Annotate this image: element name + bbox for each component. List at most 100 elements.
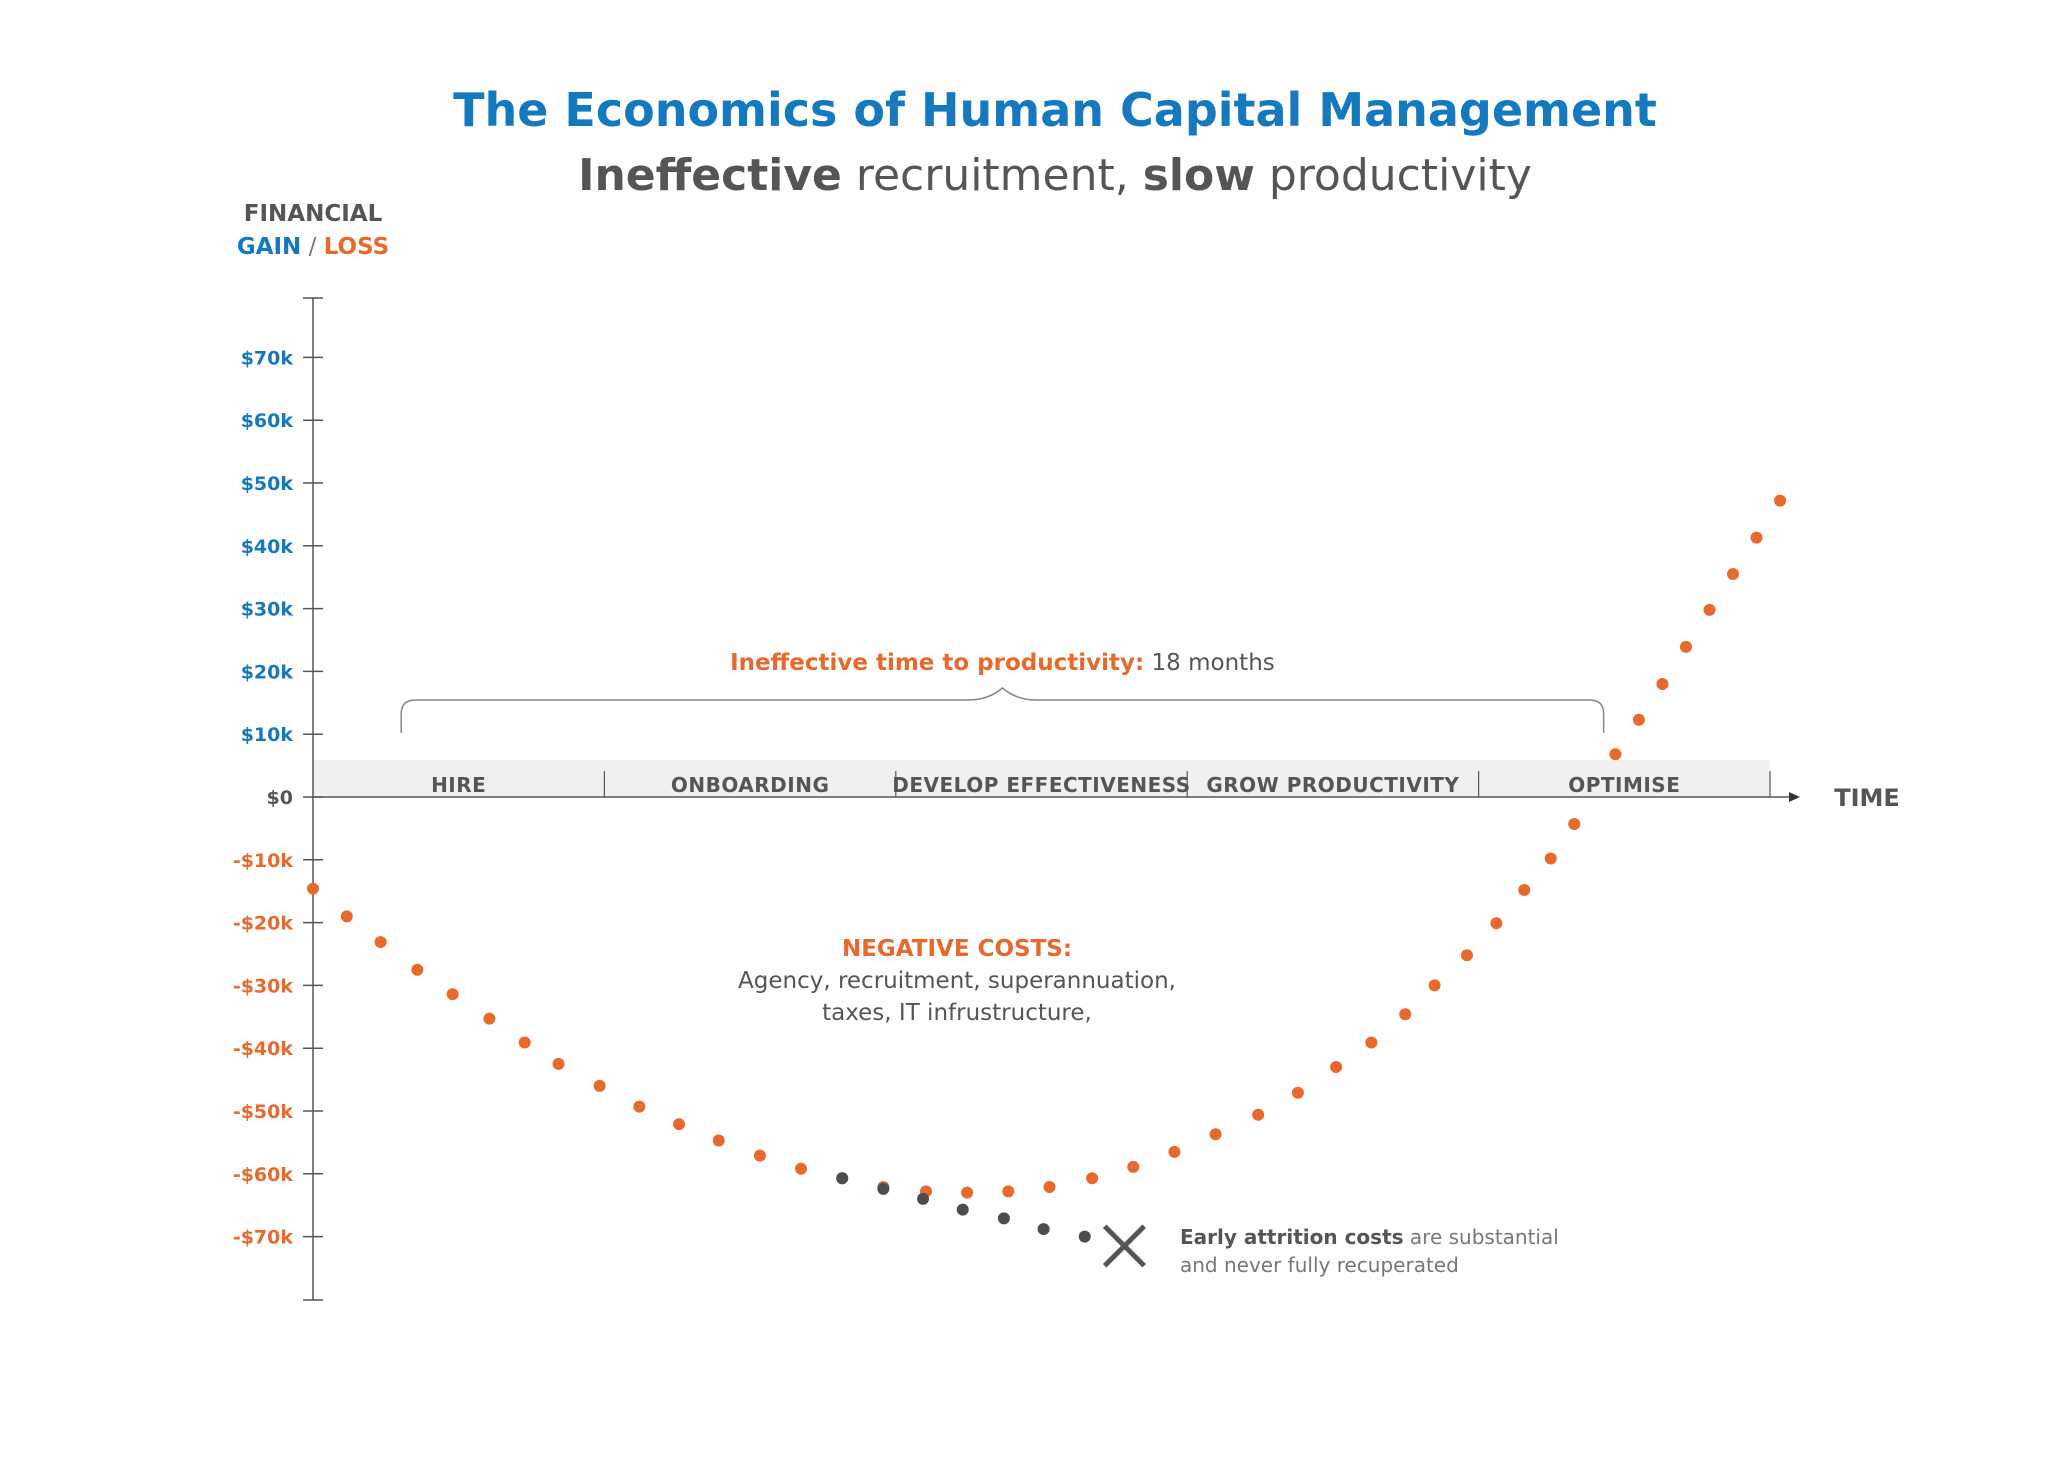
y-tick-label-0: $0 <box>267 787 293 809</box>
phase-band <box>313 760 1770 796</box>
time-to-productivity-value: 18 months <box>1144 650 1275 676</box>
main-point-28 <box>1399 1008 1412 1021</box>
main-point-31 <box>1490 917 1503 930</box>
x-axis-arrow-icon <box>1789 792 1800 802</box>
main-point-23 <box>1209 1128 1222 1141</box>
main-point-11 <box>712 1134 725 1147</box>
main-point-0 <box>307 882 319 895</box>
phase-label-1: ONBOARDING <box>671 773 830 797</box>
attrition-note-line1: Early attrition costs are substantial <box>1180 1225 1559 1249</box>
subtitle-part-4: productivity <box>1255 150 1532 201</box>
attrition-point-6 <box>1078 1230 1091 1243</box>
attrition-end-x-icon <box>1102 1224 1146 1268</box>
attrition-point-5 <box>1037 1223 1050 1236</box>
subtitle-part-1: Ineffective <box>578 150 842 201</box>
y-tick-label-neg50k: -$50k <box>233 1101 294 1123</box>
main-point-20 <box>1086 1172 1099 1185</box>
attrition-point-2 <box>917 1192 930 1205</box>
main-point-30 <box>1460 949 1473 962</box>
main-point-40 <box>1727 568 1740 581</box>
y-tick-label-10k: $10k <box>241 724 294 746</box>
main-point-26 <box>1330 1061 1343 1074</box>
main-point-3 <box>411 963 424 976</box>
y-tick-label-60k: $60k <box>241 410 294 432</box>
phase-label-0: HIRE <box>431 773 486 797</box>
y-tick-label-50k: $50k <box>241 473 294 495</box>
main-point-4 <box>446 988 459 1001</box>
attrition-point-4 <box>997 1212 1010 1225</box>
main-point-41 <box>1750 531 1763 544</box>
main-point-13 <box>795 1162 808 1175</box>
main-point-39 <box>1703 603 1716 616</box>
main-point-37 <box>1656 677 1669 690</box>
main-point-24 <box>1252 1108 1265 1121</box>
main-point-6 <box>518 1036 531 1049</box>
time-to-productivity-brace <box>400 687 1605 733</box>
subtitle-part-3: slow <box>1143 150 1255 201</box>
phase-label-2: DEVELOP EFFECTIVENESS <box>892 773 1190 797</box>
attrition-note-line2: and never fully recuperated <box>1180 1253 1459 1277</box>
main-point-33 <box>1544 852 1557 865</box>
phase-label-4: OPTIMISE <box>1568 773 1680 797</box>
main-point-8 <box>593 1079 606 1092</box>
main-point-5 <box>483 1012 496 1025</box>
main-point-29 <box>1428 979 1441 992</box>
y-tick-label-neg40k: -$40k <box>233 1038 294 1060</box>
y-axis-label-line2: GAIN / LOSS <box>237 234 389 260</box>
y-axis-label-line1: FINANCIAL <box>244 201 383 227</box>
attrition-note-bold: Early attrition costs <box>1180 1225 1404 1249</box>
x-axis-label: TIME <box>1834 784 1900 812</box>
subtitle-part-2: recruitment, <box>842 150 1143 201</box>
main-point-19 <box>1043 1180 1056 1193</box>
main-point-7 <box>552 1057 565 1070</box>
attrition-note-rest: are substantial <box>1404 1225 1559 1249</box>
y-tick-label-40k: $40k <box>241 536 294 558</box>
main-point-35 <box>1609 748 1622 761</box>
main-point-9 <box>633 1100 646 1113</box>
x-stroke-2 <box>1102 1224 1146 1268</box>
chart-title: The Economics of Human Capital Managemen… <box>453 83 1657 137</box>
main-point-32 <box>1518 883 1531 896</box>
y-tick-label-30k: $30k <box>241 599 294 621</box>
y-axis-label-sep: / <box>301 234 323 260</box>
main-point-36 <box>1632 713 1645 726</box>
y-tick-label-neg10k: -$10k <box>233 850 294 872</box>
main-point-1 <box>340 910 353 923</box>
negative-costs-line1: Agency, recruitment, superannuation, <box>738 968 1176 994</box>
main-point-18 <box>1002 1185 1015 1198</box>
main-point-21 <box>1127 1160 1140 1173</box>
main-point-12 <box>753 1149 766 1162</box>
attrition-point-1 <box>877 1182 890 1195</box>
main-point-27 <box>1365 1036 1378 1049</box>
attrition-point-3 <box>956 1203 969 1216</box>
main-point-10 <box>673 1118 686 1131</box>
y-tick-label-neg60k: -$60k <box>233 1164 294 1186</box>
y-tick-label-20k: $20k <box>241 661 294 683</box>
main-point-17 <box>961 1186 974 1199</box>
y-ticks: $70k $60k $50k $40k $30k $20k $10k $0 -$10k -$20k… <box>233 347 323 1249</box>
phase-label-3: GROW PRODUCTIVITY <box>1206 773 1459 797</box>
chart-subtitle: Ineffective recruitment, slow productivi… <box>578 150 1532 201</box>
time-to-productivity-annotation: Ineffective time to productivity: 18 mon… <box>730 650 1275 676</box>
main-point-38 <box>1679 640 1692 653</box>
main-point-25 <box>1291 1086 1304 1099</box>
attrition-point-0 <box>836 1172 849 1185</box>
main-point-34 <box>1568 818 1581 831</box>
time-to-productivity-label: Ineffective time to productivity: <box>730 650 1144 676</box>
y-axis-label-loss: LOSS <box>324 234 390 260</box>
phase-labels: HIRE ONBOARDING DEVELOP EFFECTIVENESS GROW … <box>431 771 1771 797</box>
y-tick-label-neg70k: -$70k <box>233 1227 294 1249</box>
series-attrition <box>836 1172 1091 1243</box>
main-point-22 <box>1168 1145 1181 1158</box>
y-axis-label-gain: GAIN <box>237 234 302 260</box>
negative-costs-heading: NEGATIVE COSTS: <box>842 936 1072 962</box>
main-point-2 <box>374 936 387 949</box>
main-point-42 <box>1774 494 1787 507</box>
y-tick-label-neg30k: -$30k <box>233 975 294 997</box>
y-tick-label-70k: $70k <box>241 347 294 369</box>
y-tick-label-neg20k: -$20k <box>233 913 294 935</box>
series-main <box>307 494 1787 1199</box>
negative-costs-line2: taxes, IT infrustructure, <box>822 1000 1092 1026</box>
